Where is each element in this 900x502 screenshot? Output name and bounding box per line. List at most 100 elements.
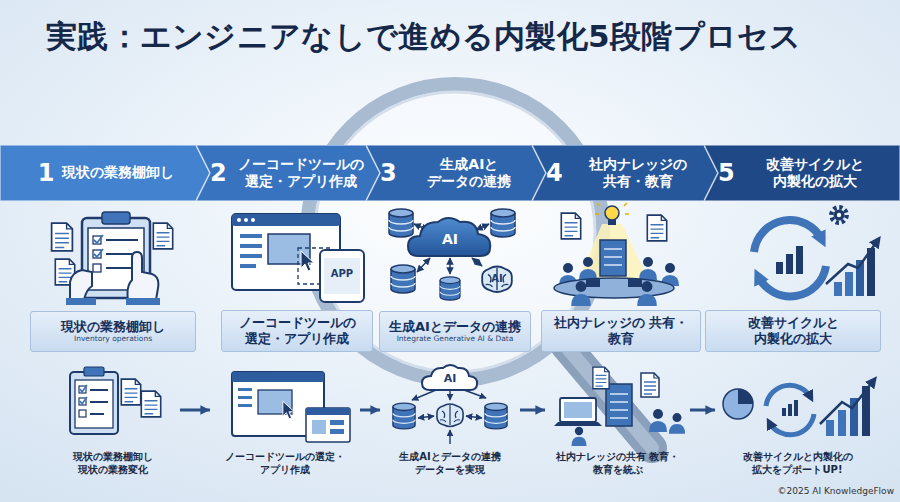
step-label-box: ノーコードツールの 選定・アプリ作成 — [221, 310, 373, 352]
clipboard-icon — [90, 390, 108, 414]
improvement-cycle-icon — [754, 207, 878, 296]
clipboard-icon — [153, 223, 172, 249]
step-caption: 現状の業務棚卸し 現状の業務変化 — [45, 450, 180, 476]
clipboard-icon — [66, 298, 96, 305]
step-label: 社内ナレッジの 共有・教育 — [546, 315, 696, 346]
icon-label: AI — [435, 372, 465, 385]
chevron-shape — [366, 145, 546, 201]
node-content: 生成AIとデータの連携Integrate Generative AI & Dat… — [380, 312, 530, 351]
step-label-box: 改善サイクルと 内製化の拡大 — [705, 310, 881, 352]
improvement-cycle-icon — [723, 380, 874, 436]
improvement-cycle-icon — [723, 389, 753, 419]
improvement-cycle-icon — [845, 272, 853, 296]
app-builder-icon — [240, 264, 256, 268]
step-subtitle: Integrate Generative AI & Data — [397, 334, 514, 344]
improvement-cycle-icon — [786, 254, 793, 274]
node-content: 3生成AIと データの連携 — [366, 145, 546, 201]
flow-arrow — [180, 409, 210, 412]
improvement-cycle-icon — [826, 420, 834, 436]
copyright-note: ©2025 AI KnowledgeFlow — [694, 486, 894, 497]
icon-label: APP — [322, 268, 362, 280]
node-content: 5 改善サイクルと 内製化の拡大 — [704, 145, 900, 201]
step-number: 4 — [546, 161, 563, 185]
ai-data-icon — [437, 404, 463, 427]
step-label: ノーコードツールの 選定・アプリ作成 — [226, 315, 368, 346]
step-label: 改善サイクルと 内製化の拡大 — [710, 315, 876, 346]
node-content: 現状の業務棚卸し 現状の業務変化 — [45, 365, 180, 483]
ai-data-icon — [412, 390, 436, 400]
clipboard-icon — [126, 298, 160, 305]
clipboard-icon — [141, 391, 160, 417]
step-label: 生成AIとデータの連携 — [389, 319, 521, 335]
app-builder-icon — [244, 218, 248, 222]
app-builder-icon — [240, 244, 262, 248]
clipboard-icon — [52, 212, 173, 305]
clipboard-icon — [52, 223, 73, 251]
step-title: 改善サイクルと 内製化の拡大 — [743, 156, 888, 190]
knowledge-sharing-icon — [641, 373, 659, 397]
step-number: 5 — [718, 161, 735, 185]
knowledge-sharing-icon — [606, 384, 632, 426]
step-title: ノーコードツールの 選定・アプリ作成 — [235, 156, 368, 190]
ai-data-icon — [417, 258, 430, 272]
ai-data-icon — [472, 258, 482, 266]
step-caption: 生成AIとデータの連携 データーを実現 — [380, 450, 520, 476]
node-content: 1現状の業務棚卸し — [0, 145, 210, 201]
ai-data-icon — [393, 403, 415, 429]
app-builder-icon — [306, 408, 350, 415]
improvement-cycle-icon — [788, 404, 792, 416]
ai-data-icon — [449, 430, 450, 444]
app-builder-icon — [301, 251, 314, 271]
clipboard-icon — [93, 264, 101, 272]
step-chevron: 4 社内ナレッジの 共有・教育 — [532, 145, 718, 201]
step-chevron: 2 ノーコードツールの 選定・アプリ作成 — [196, 145, 380, 201]
knowledge-sharing-icon — [554, 367, 685, 446]
improvement-cycle-icon — [834, 282, 842, 296]
app-builder-icon — [330, 429, 344, 434]
step-chevron: 3生成AIと データの連携 — [366, 145, 546, 201]
app-builder-icon — [240, 234, 262, 238]
step-illustration-box: 現状の業務棚卸し 現状の業務変化 — [45, 365, 180, 483]
knowledge-sharing-icon — [560, 398, 596, 422]
knowledge-sharing-icon — [605, 206, 619, 220]
ai-data-icon — [391, 265, 415, 293]
ai-data-icon — [389, 209, 413, 237]
clipboard-icon — [84, 367, 104, 376]
knowledge-sharing-icon — [593, 367, 609, 389]
step-illustration-box: 改善サイクルと内製化の 拡大をプポートUP! — [715, 365, 880, 483]
ai-data-icon — [476, 224, 489, 230]
diagram-title: 実践：エンジニアなしで進める内製化5段階プロセス — [46, 16, 802, 58]
clipboard-icon — [80, 385, 87, 404]
knowledge-sharing-icon — [554, 197, 679, 306]
knowledge-sharing-icon — [628, 279, 642, 287]
step-title: 社内ナレッジの 共有・教育 — [571, 156, 706, 190]
clipboard-icon — [70, 367, 161, 434]
knowledge-sharing-icon — [649, 409, 667, 432]
knowledge-sharing-icon — [600, 240, 626, 276]
clipboard-icon — [121, 379, 140, 405]
ai-data-icon — [408, 218, 490, 256]
node-content: ノーコードツールの 選定・アプリ作成 — [222, 311, 372, 351]
knowledge-sharing-icon — [639, 257, 657, 280]
clipboard-icon — [75, 380, 113, 428]
clipboard-icon — [102, 212, 130, 224]
node-content: 2 ノーコードツールの 選定・アプリ作成 — [196, 145, 380, 201]
app-builder-icon — [330, 420, 344, 425]
magnifying-glass — [565, 345, 652, 448]
chevron-shape — [532, 145, 718, 201]
node-content: ノーコードツールの選定・ アプリ作成 — [210, 365, 360, 483]
ai-data-icon — [440, 277, 460, 300]
knowledge-sharing-icon — [571, 281, 591, 306]
clipboard-icon — [70, 372, 118, 434]
improvement-cycle-icon — [826, 240, 878, 284]
app-builder-icon — [232, 214, 364, 302]
knowledge-sharing-icon — [637, 281, 657, 306]
knowledge-sharing-icon — [608, 220, 616, 225]
flow-arrow — [520, 409, 545, 412]
step-number: 2 — [210, 161, 227, 185]
step-title: 現状の業務棚卸し — [62, 164, 174, 181]
